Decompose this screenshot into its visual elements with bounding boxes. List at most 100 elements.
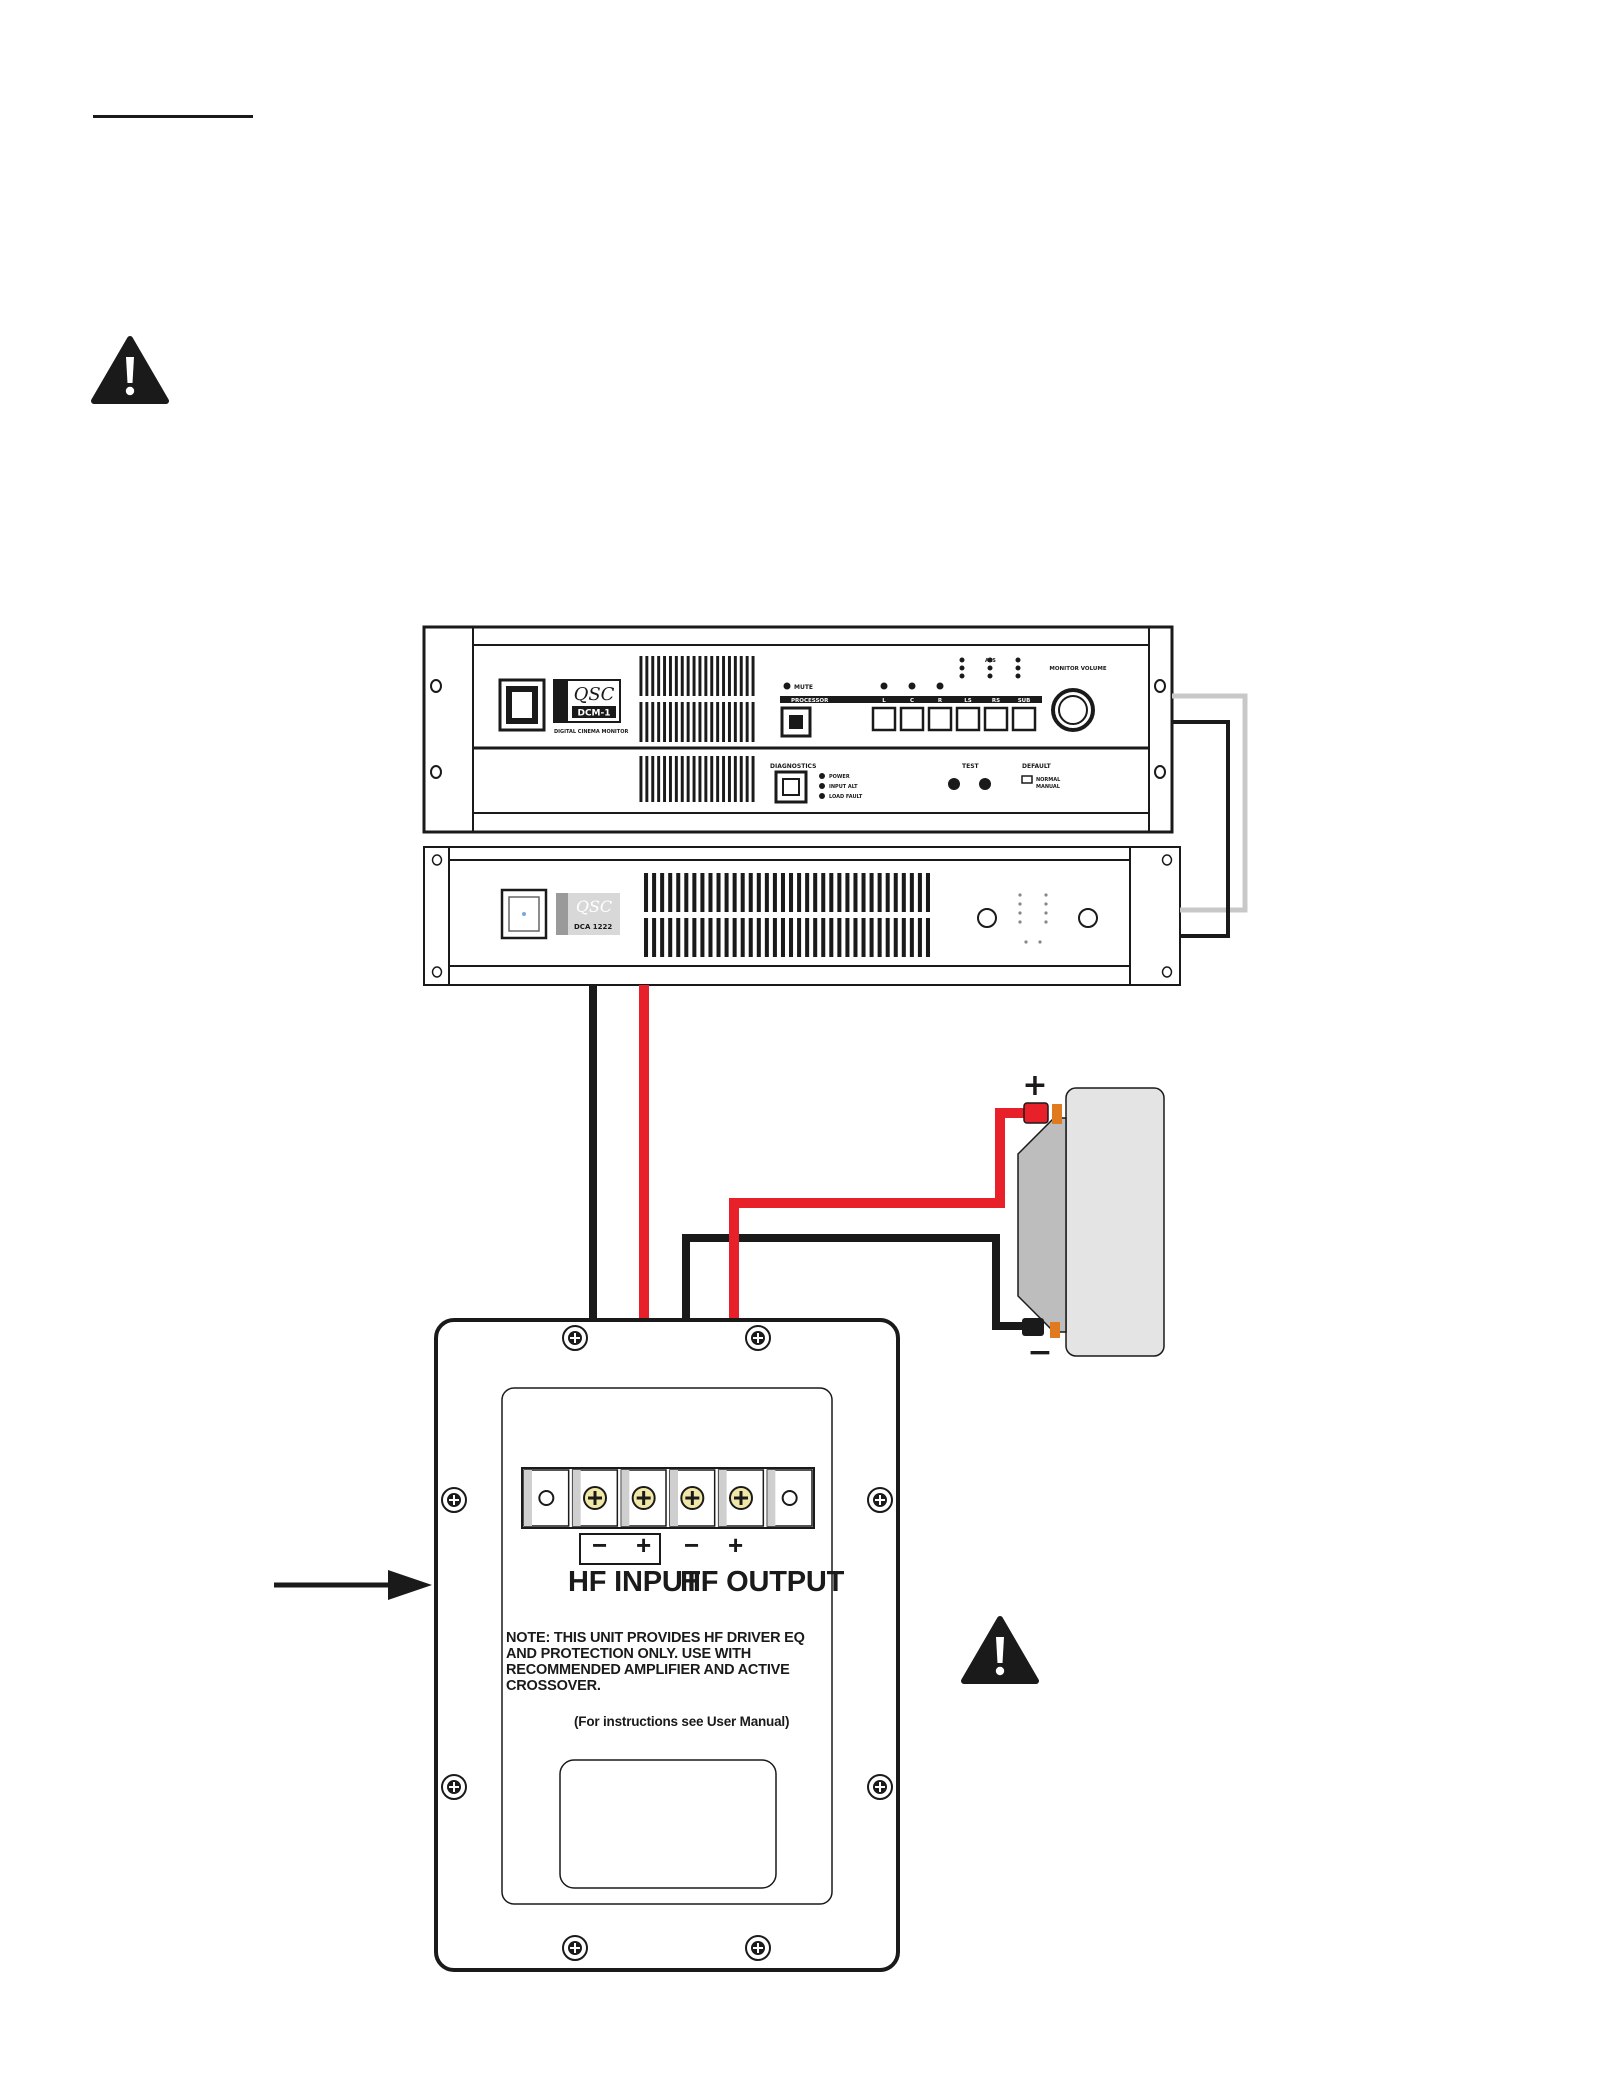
subtitle-label: DIGITAL CINEMA MONITOR [554,729,628,735]
vent-slot [772,873,777,912]
vent-slot [698,702,702,742]
driver-minus-connector [1022,1318,1044,1336]
vent-slot [716,918,721,957]
vent-slot [698,756,702,802]
panel-instructions: (For instructions see User Manual) [574,1714,790,1729]
channel-label: LS [964,698,972,704]
vent-slot [652,918,657,957]
terminal-strip [521,1467,815,1529]
channel-label: R [938,698,943,704]
aes-led [987,657,993,663]
channel-led [936,682,944,690]
monitor-volume-label: MONITOR VOLUME [1049,666,1106,672]
rack-hole [1154,765,1166,779]
vent-slot [756,873,761,912]
rack-hole [430,765,442,779]
test-button [948,778,960,790]
vent-slot [821,873,826,912]
vent-slot [917,873,922,912]
channel-button [871,706,897,732]
vent-slot [797,918,802,957]
terminal-cell-shade [621,1470,630,1526]
vent-slot [845,918,850,957]
vent-slot [805,873,810,912]
vent-slot [704,756,708,802]
vent-slot [644,873,649,912]
amp-led [1044,902,1048,906]
panel-note: NOTE: THIS UNIT PROVIDES HF DRIVER EQ AN… [506,1630,805,1694]
vent-grille [639,756,755,802]
panel-screw-slot [875,1495,885,1505]
vent-slot [710,756,714,802]
vent-slot [704,702,708,742]
mute-label: MUTE [794,684,813,691]
vent-slot [708,918,713,957]
vent-slot [740,873,745,912]
vent-slot [740,918,745,957]
test-label: TEST [962,763,980,770]
diag-led [819,793,825,799]
aes-led [959,665,965,671]
vent-slot [674,702,678,742]
rack-hole [431,966,443,978]
amp-knob [977,908,997,928]
link-cable-black [1172,720,1230,938]
vent-slot [917,918,922,957]
vent-slot [684,873,689,912]
terminal-screw-slot [636,1491,651,1505]
default-label: DEFAULT [1022,763,1052,770]
vent-slot [837,873,842,912]
vent-slot [639,702,643,742]
vent-slot [668,756,672,802]
vent-slot [645,656,649,696]
amp-led [1044,893,1048,897]
driver-minus-terminal [1050,1322,1060,1338]
vent-slot [674,756,678,802]
driver-minus-label: − [1027,1335,1052,1370]
vent-slot [692,756,696,802]
terminal-cell-shade [524,1470,532,1526]
terminal-screw-slot [588,1491,602,1505]
diag-label: LOAD FAULT [829,794,863,800]
amp-knob [1078,908,1098,928]
diag-label: INPUT ALT [829,784,858,790]
vent-slot [739,656,743,696]
vent-slot [657,702,661,742]
vent-slot [829,873,834,912]
channel-button [1011,706,1037,732]
vent-slot [698,656,702,696]
rack-hole [1161,854,1173,866]
vent-slot [733,656,737,696]
aes-led [1015,665,1021,671]
vent-slot [668,918,673,957]
vent-grille [644,873,930,957]
aes-led [959,673,965,679]
vent-slot [652,873,657,912]
vent-slot [657,656,661,696]
rack-hole [431,854,443,866]
panel-screw-slot [449,1495,459,1505]
diag-led [819,783,825,789]
panel-screw-slot [449,1782,459,1792]
vent-slot [745,656,749,696]
vent-slot [909,873,914,912]
test-button [979,778,991,790]
vent-slot [680,702,684,742]
vent-slot [727,702,731,742]
channel-label: SUB [1018,698,1031,704]
vent-slot [663,702,667,742]
vent-slot [853,918,858,957]
vent-slot [733,702,737,742]
vent-slot [764,873,769,912]
vent-slot [651,756,655,802]
vent-slot [837,918,842,957]
vent-slot [869,873,874,912]
vent-slot [789,918,794,957]
vent-slot [674,656,678,696]
default-manual-label: MANUAL [1036,784,1061,790]
processor-label: PROCESSOR [791,698,829,704]
aes-led [1015,657,1021,663]
vent-slot [668,702,672,742]
vent-slot [657,756,661,802]
vent-slot [724,918,729,957]
